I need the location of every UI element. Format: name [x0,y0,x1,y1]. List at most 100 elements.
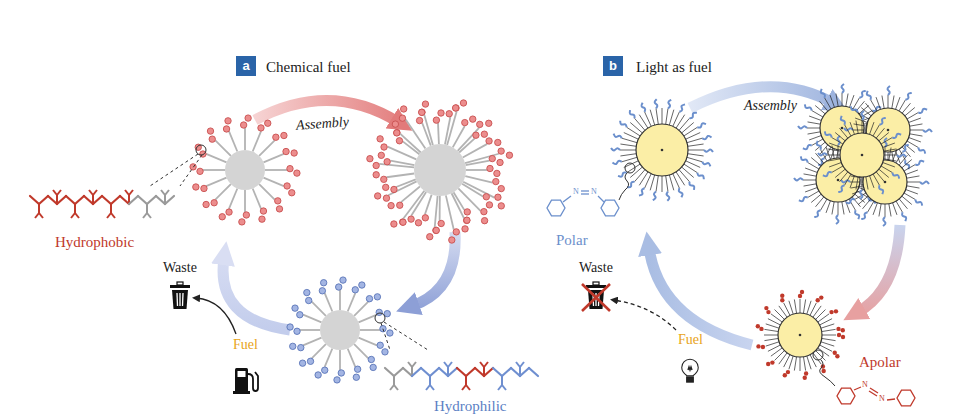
gold-nanoparticle-part [822,338,836,340]
polymer-nanoparticle-part [394,130,400,136]
gold-nanoparticle-part [784,303,790,315]
polymer-nanoparticle-part [225,150,265,190]
gold-nanoparticle-part [851,186,864,188]
gold-nanoparticle-part [907,141,918,148]
polymer-nanoparticle-part [506,152,512,158]
gold-nanoparticle-part [807,128,820,129]
polymer-chain-part [385,368,394,376]
gold-nanoparticle-part [661,149,664,152]
gold-nanoparticle-part [770,360,774,364]
polymer-nanoparticle-part [470,116,476,122]
gold-nanoparticle-part [902,196,912,204]
gold-nanoparticle-part [887,129,890,132]
atom-label: N [879,395,885,404]
gold-nanoparticle-part [902,160,912,168]
polymer-chain-part [484,368,493,376]
polymer-nanoparticle-part [400,106,406,112]
polymer-nanoparticle-part [263,154,283,162]
disassembly-arrow [858,225,900,312]
polymer-nanoparticle-part [452,193,464,218]
gold-nanoparticle-part [856,121,858,134]
polymer-nanoparticle-part [354,366,360,372]
gold-nanoparticle-part [812,111,823,118]
panel-title: Light as fuel [636,59,712,76]
polymer-chain-part [412,368,421,376]
gold-nanoparticle-part [830,95,834,107]
zoom-ring [196,145,206,155]
polymer-chain-part [403,368,412,376]
gold-nanoparticle-part [887,86,890,95]
gold-nanoparticle-part [666,108,668,124]
gold-nanoparticle-part [842,202,844,215]
polymer-chain [30,190,174,218]
polymer-chain-part [156,196,165,204]
polymer-nanoparticle-part [446,195,454,229]
polymer-nanoparticle-part [419,109,425,115]
gold-nanoparticle-part [656,108,658,124]
polymer-nanoparticle-part [206,154,226,162]
gold-nanoparticle-part [845,125,852,136]
gold-nanoparticle-part [816,197,824,207]
gold-nanoparticle-part [764,338,778,340]
gold-nanoparticle-part [622,138,637,143]
gold-nanoparticle-part [873,203,877,215]
leader-line [180,155,202,186]
polymer-nanoparticle-part [206,178,226,186]
gold-nanoparticle-part [863,199,871,209]
polymer-nanoparticle-part [473,132,479,138]
reset-arrow [649,248,752,345]
polymer-nanoparticle [287,277,393,383]
polymer-nanoparticle-part [203,201,209,207]
polymer-nanoparticle-part [422,101,428,107]
zoom-ring [813,350,823,360]
gold-nanoparticle-part [862,120,863,133]
gold-nanoparticle-part [841,84,844,93]
panel-letter: a [236,59,256,72]
bond [598,196,604,202]
polymer-nanoparticle-part [370,364,376,370]
gold-nanoparticle-part [764,329,778,331]
polymer-chain-part [110,204,112,213]
polymer-nanoparticle-part [193,184,199,190]
polymer-nanoparticle-part [300,329,320,331]
gold-nanoparticle-part [630,122,642,132]
polymer-nanoparticle-part [339,350,341,370]
polymer-nanoparticle-part [299,360,305,366]
polymer-nanoparticle-part [383,184,389,190]
polymer-nanoparticle-part [401,187,420,203]
polymer-chains [30,190,538,390]
polymer-nanoparticle-part [416,117,422,123]
polymer-nanoparticle-part [223,126,229,132]
polymer-nanoparticle-part [453,105,459,111]
polymer-chain-part [457,368,466,376]
polymer-nanoparticle-part [486,138,492,144]
gold-nanoparticle-part [853,98,860,109]
gold-nanoparticle-part [662,108,663,124]
group-label: Polar [556,232,588,248]
polymer-nanoparticle-part [215,184,231,200]
gold-nanoparticle-part [889,204,891,217]
gold-nanoparticle-part [789,301,793,314]
gold-nanoparticle-part [881,138,892,145]
polymer-chain-part [430,385,434,390]
polymer-nanoparticle-part [392,121,398,127]
polymer-chain-part [111,213,115,218]
gold-nanoparticle-part [808,122,821,124]
gold-nanoparticle-part [622,157,637,162]
polymer-nanoparticle-part [287,324,293,330]
gold-nanoparticle-part [876,128,884,138]
gold-nanoparticle-part [885,147,886,160]
gold-nanoparticle-part [702,136,711,139]
polymer-nanoparticle-part [462,226,468,232]
gold-nanoparticle-part [899,199,907,209]
gold-nanoparticle-part [835,133,845,141]
gold-nanoparticle-part [892,134,901,138]
gold-nanoparticle-part [624,161,639,168]
gold-nanoparticle-part [688,150,704,151]
gold-nanoparticle-part [822,329,836,331]
polymer-nanoparticle-part [486,120,492,126]
polymer-nanoparticle-part [489,155,495,161]
polymer-nanoparticle-part [495,139,501,145]
waste-label: Waste [163,260,197,275]
